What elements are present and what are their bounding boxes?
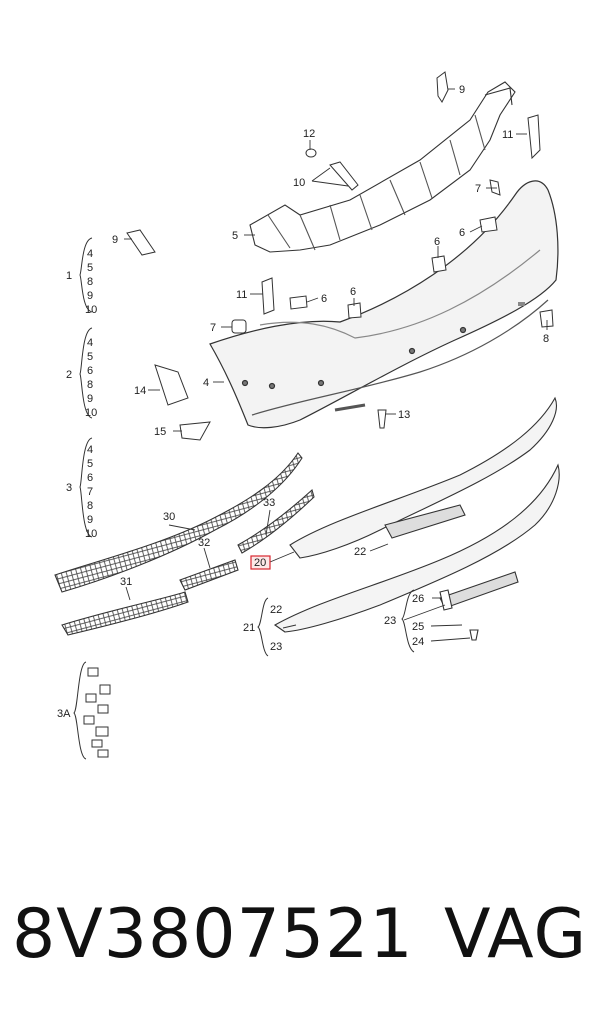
bracket-14 [154, 364, 189, 406]
part-number: 8V3807521 [12, 895, 414, 974]
diffuser-trims [273, 396, 560, 641]
label-group-3: 3 [66, 482, 72, 494]
label-6d: 6 [350, 286, 356, 298]
grille-30 [54, 452, 303, 593]
label-6b: 6 [434, 236, 440, 248]
label-11a: 11 [502, 129, 513, 141]
group-2-item: 8 [87, 379, 93, 391]
bracket-15 [179, 421, 211, 441]
label-30: 30 [163, 511, 175, 523]
group-1-item: 5 [87, 262, 93, 274]
grilles [54, 452, 315, 636]
label-6a: 6 [459, 227, 465, 239]
group-3-item: 7 [87, 486, 93, 498]
group-2-item: 9 [87, 393, 93, 405]
clip-6-d [347, 302, 362, 319]
label-14: 14 [134, 385, 146, 397]
label-group-1: 1 [66, 270, 72, 282]
clip-26 [439, 589, 453, 611]
group-2-item: 5 [87, 351, 93, 363]
fastener-kit [83, 667, 111, 758]
clip-9-top [436, 71, 449, 103]
grille-32 [179, 559, 239, 591]
label-12: 12 [303, 128, 315, 140]
group-3-item: 8 [87, 500, 93, 512]
label-24: 24 [412, 636, 424, 648]
group-1-item: 9 [87, 290, 93, 302]
nut-12 [305, 148, 317, 158]
insert-22-upper [384, 504, 466, 539]
group-2-item: 10 [85, 407, 97, 419]
label-21: 21 [243, 622, 255, 634]
clip-6-c [289, 295, 308, 310]
grille-33 [237, 488, 315, 554]
group-3-item: 6 [87, 472, 93, 484]
label-8: 8 [543, 333, 549, 345]
label-4: 4 [203, 377, 209, 389]
label-11b: 11 [236, 289, 247, 301]
label-25: 25 [412, 621, 424, 633]
label-9b: 9 [112, 234, 118, 246]
label-5: 5 [232, 230, 238, 242]
small-clips [126, 71, 554, 441]
bumper-cover [209, 180, 559, 429]
label-33: 33 [263, 497, 275, 509]
label-6c: 6 [321, 293, 327, 305]
holder-11-left [261, 277, 275, 315]
label-group-2: 2 [66, 369, 72, 381]
exploded-view-drawing: 9 11 12 10 7 6 6 5 11 6 6 7 8 9 4 14 15 … [54, 71, 560, 760]
bumper-reinforcement [249, 81, 516, 253]
label-23a: 23 [270, 641, 282, 653]
screw-24 [469, 629, 479, 641]
group-3-item: 9 [87, 514, 93, 526]
label-20: 20 [254, 557, 266, 569]
group-2-item: 6 [87, 365, 93, 377]
grille-31 [61, 591, 189, 636]
group-1-item: 4 [87, 248, 93, 260]
label-23b: 23 [384, 615, 396, 627]
group-1-item: 10 [85, 304, 97, 316]
label-7a: 7 [475, 183, 481, 195]
label-31: 31 [120, 576, 132, 588]
holder-11-right [527, 114, 541, 160]
group-brackets [73, 237, 415, 760]
label-22a: 22 [354, 546, 366, 558]
insert-23 [439, 571, 519, 609]
highlighted-part-20[interactable]: 20 [250, 555, 271, 570]
group-2-list: 4 5 6 8 9 10 [85, 337, 97, 419]
clip-9-left [126, 229, 156, 256]
trim-20 [289, 396, 557, 559]
trim-21 [273, 463, 560, 633]
clip-7-top [489, 179, 501, 196]
clip-8 [539, 309, 554, 328]
group-2-item: 4 [87, 337, 93, 349]
label-3a: 3A [57, 708, 71, 720]
label-10: 10 [293, 177, 305, 189]
label-26: 26 [412, 593, 424, 605]
screw-13 [377, 409, 387, 429]
label-32: 32 [198, 537, 210, 549]
group-3-list: 4 5 6 7 8 9 10 [85, 444, 97, 540]
label-7b: 7 [210, 322, 216, 334]
label-22b: 22 [270, 604, 282, 616]
clip-6-b [431, 255, 447, 273]
label-9a: 9 [459, 84, 465, 96]
label-15: 15 [154, 426, 166, 438]
leader-lines [124, 88, 548, 642]
group-1-item: 8 [87, 276, 93, 288]
group-3-item: 5 [87, 458, 93, 470]
clip-6-a [479, 216, 498, 233]
manufacturer: VAG [444, 895, 588, 974]
bolt-10 [329, 161, 359, 191]
clip-7-left [231, 319, 247, 334]
group-3-item: 4 [87, 444, 93, 456]
label-13: 13 [398, 409, 410, 421]
group-1-list: 4 5 8 9 10 [85, 248, 97, 316]
part-info-footer: 8V3807521 VAG [0, 880, 600, 990]
group-3-item: 10 [85, 528, 97, 540]
